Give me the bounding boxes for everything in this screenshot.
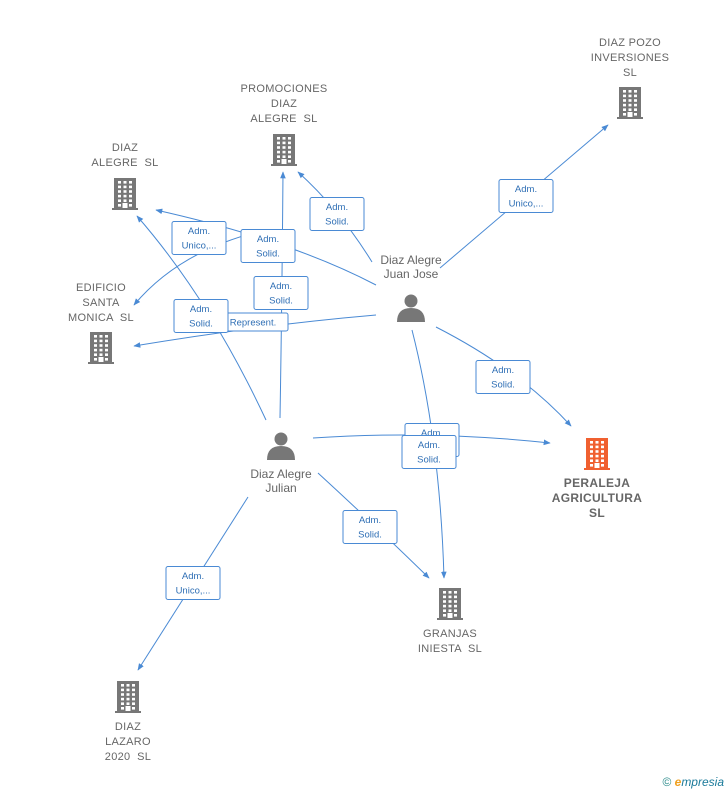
edge-labels-layer: Adm. Unico,... Adm. Solid. Adm. Solid. Represe…: [165, 179, 554, 600]
person-label-line: Diaz Alegre: [250, 467, 312, 481]
company-label-line: SL: [623, 67, 637, 79]
company-label-line: SL: [589, 506, 605, 520]
company-label-line: INIESTA SL: [418, 643, 482, 655]
edge-label-box: [309, 197, 365, 231]
edge-label-box: [171, 221, 227, 255]
company-node-edificio[interactable]: EDIFICIO SANTA MONICA SL: [68, 282, 134, 364]
company-node-promociones[interactable]: PROMOCIONES DIAZ ALEGRE SL: [240, 83, 327, 166]
nodes-layer: DIAZ POZO INVERSIONES SL PROMOCIONES DIAZ ALE…: [68, 37, 669, 763]
person-label-line: Juan Jose: [384, 267, 439, 281]
edge-label-ju_diazalegre[interactable]: Adm. Solid.: [173, 299, 229, 333]
building-icon: [617, 87, 643, 119]
company-label-line: DIAZ: [115, 721, 141, 733]
edge-label-text: Unico,...: [509, 199, 544, 210]
edge-label-box: [253, 276, 309, 310]
edge-label-text: Adm.: [188, 226, 210, 237]
company-node-diazalegre[interactable]: DIAZ ALEGRE SL: [91, 142, 158, 210]
edge-label-jj_diazalegre[interactable]: Adm. Solid.: [240, 229, 296, 263]
building-icon: [88, 332, 114, 364]
edge-label-text: Solid.: [256, 249, 280, 260]
brand-logo-e: e: [674, 775, 682, 789]
company-label-line: GRANJAS: [423, 628, 477, 640]
edge-label-text: Adm.: [492, 365, 514, 376]
edge-label-text: Represent.: [230, 318, 276, 329]
building-icon: [115, 681, 141, 713]
person-label-line: Julian: [265, 481, 296, 495]
edge-label-text: Solid.: [325, 217, 349, 228]
edge-label-ju_peraleja[interactable]: Adm. Solid.: [401, 435, 457, 469]
company-label-line: LAZARO: [105, 736, 151, 748]
edge-label-jj_promociones[interactable]: Adm. Solid.: [309, 197, 365, 231]
edge-label-text: Solid.: [358, 530, 382, 541]
brand-name: mpresia: [681, 775, 724, 789]
company-node-granjas[interactable]: GRANJAS INIESTA SL: [418, 588, 482, 655]
edge-label-text: Unico,...: [176, 586, 211, 597]
company-label-line: 2020 SL: [105, 751, 151, 763]
company-label-line: SANTA: [82, 297, 120, 309]
company-label-line: DIAZ: [271, 98, 297, 110]
edge-label-text: Adm.: [359, 515, 381, 526]
edge-label-ju_lazaro[interactable]: Adm. Unico,...: [165, 566, 221, 600]
edge-label-text: Solid.: [491, 380, 515, 391]
edge-label-ju_promociones[interactable]: Adm. Solid.: [253, 276, 309, 310]
building-icon: [112, 178, 138, 210]
edge-label-box: [173, 299, 229, 333]
edge-label-box: [165, 566, 221, 600]
footer-brand[interactable]: © empresia: [662, 775, 724, 789]
edge-label-jj_diazpozo[interactable]: Adm. Unico,...: [498, 179, 554, 213]
person-label-line: Diaz Alegre: [380, 253, 442, 267]
edge-label-box: [240, 229, 296, 263]
edge-label-ju_diazalegre_unico[interactable]: Adm. Unico,...: [171, 221, 227, 255]
company-label-line: PROMOCIONES: [240, 83, 327, 95]
edge-label-ju_granjas[interactable]: Adm. Solid.: [342, 510, 398, 544]
edge-label-jj_peraleja[interactable]: Adm. Solid.: [475, 360, 531, 394]
company-label-line: DIAZ: [112, 142, 138, 154]
company-node-lazaro[interactable]: DIAZ LAZARO 2020 SL: [105, 681, 151, 763]
edge-label-box: [401, 435, 457, 469]
edge-label-text: Solid.: [417, 455, 441, 466]
edge-label-text: Adm.: [270, 281, 292, 292]
copyright-icon: ©: [662, 775, 672, 789]
edge-label-text: Adm.: [190, 304, 212, 315]
edge-label-text: Adm.: [421, 428, 443, 439]
edge-label-text: Solid.: [189, 319, 213, 330]
building-icon: [271, 134, 297, 166]
edge-label-box: [342, 510, 398, 544]
edge-label-text: Adm.: [515, 184, 537, 195]
edge-label-box: [475, 360, 531, 394]
company-node-diazpozo[interactable]: DIAZ POZO INVERSIONES SL: [591, 37, 670, 119]
company-label-line: MONICA SL: [68, 312, 134, 324]
company-label-line: EDIFICIO: [76, 282, 126, 294]
person-icon: [267, 432, 295, 460]
company-label-line: ALEGRE SL: [250, 113, 317, 125]
edge-label-box: [498, 179, 554, 213]
edge-label-text: Adm.: [326, 202, 348, 213]
company-label-line: INVERSIONES: [591, 52, 670, 64]
company-label-line: DIAZ POZO: [599, 37, 661, 49]
edge-label-text: Solid.: [269, 296, 293, 307]
building-icon: [437, 588, 463, 620]
company-label-line: ALEGRE SL: [91, 157, 158, 169]
building-icon: [584, 438, 610, 470]
edge-label-text: Adm.: [182, 571, 204, 582]
person-icon: [397, 294, 425, 322]
edge-label-text: Adm.: [418, 440, 440, 451]
company-label-line: AGRICULTURA: [552, 491, 642, 505]
edge-label-text: Adm.: [257, 234, 279, 245]
company-label-line: PERALEJA: [564, 476, 630, 490]
edge-label-text: Unico,...: [182, 241, 217, 252]
